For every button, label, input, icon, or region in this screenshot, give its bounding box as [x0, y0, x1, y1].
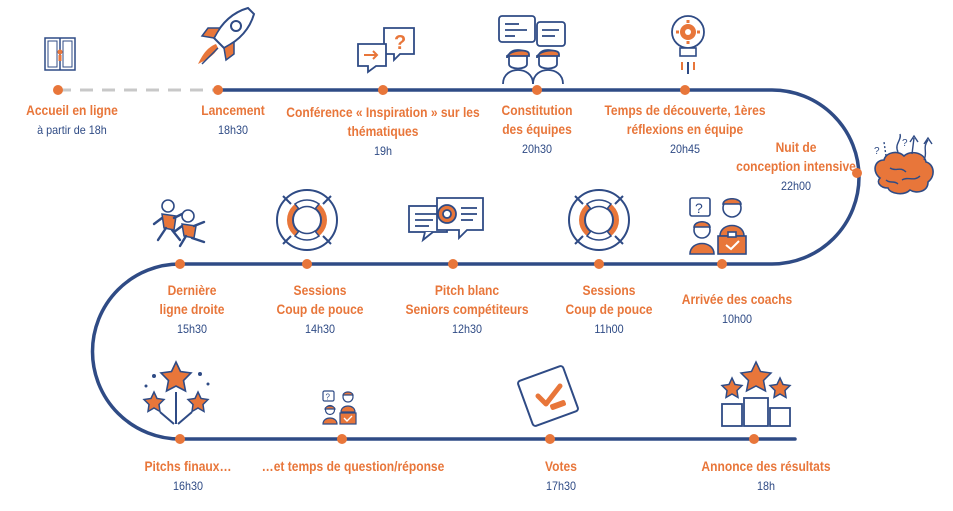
step-time: 17h30 — [545, 479, 577, 493]
step-title: Votes — [545, 458, 577, 474]
step-title: des équipes — [502, 121, 572, 137]
step-pitchblanc: Pitch blanc Seniors compétiteurs 12h30 — [395, 281, 538, 337]
milestone-dot-decouverte — [680, 85, 690, 95]
step-decouverte: Temps de découverte, 1ères réflexions en… — [591, 101, 778, 157]
timeline-path — [90, 88, 861, 441]
step-time: 14h30 — [304, 322, 336, 336]
speech-bubbles-icon: ? — [357, 27, 415, 74]
step-title: réflexions en équipe — [626, 121, 744, 137]
milestone-dot-nuit — [852, 168, 862, 178]
milestone-dot-sessions1 — [594, 259, 604, 269]
step-title: Accueil en ligne — [26, 102, 118, 118]
step-title: Seniors compétiteurs — [405, 301, 529, 317]
step-title: Sessions — [582, 282, 636, 298]
step-time: 20h45 — [669, 142, 701, 156]
podium-stars-icon — [720, 360, 792, 427]
step-derniere: Dernière ligne droite 15h30 — [154, 281, 229, 337]
step-title: Annonce des résultats — [701, 458, 831, 474]
step-time: 12h30 — [451, 322, 483, 336]
milestone-dot-pitchblanc — [448, 259, 458, 269]
milestone-dots — [53, 85, 862, 444]
step-time: 19h — [373, 144, 393, 158]
step-title: …et temps de question/réponse — [261, 458, 445, 474]
step-sessions2: Sessions Coup de pouce 14h30 — [269, 281, 370, 337]
step-time: 15h30 — [176, 322, 208, 336]
step-title: conception intensive — [736, 158, 856, 174]
svg-text:?: ? — [394, 32, 406, 54]
milestone-dot-votes — [545, 434, 555, 444]
step-title: Nuit de — [775, 139, 817, 155]
lifebuoy-icon — [276, 189, 338, 251]
step-title: Pitchs finaux… — [144, 458, 232, 474]
runners-icon — [152, 199, 206, 248]
step-conference: Conférence « Inspiration » sur les théma… — [271, 103, 496, 159]
team-discussion-icon — [498, 15, 566, 85]
step-time: 20h30 — [521, 142, 553, 156]
step-title: Arrivée des coachs — [681, 291, 793, 307]
step-accueil: Accueil en ligne à partir de 18h — [19, 101, 126, 138]
coach-meeting-icon: ? — [322, 390, 357, 425]
step-title: Pitch blanc — [434, 282, 500, 298]
milestone-dot-questions — [337, 434, 347, 444]
step-pitchs: Pitchs finaux… 16h30 — [137, 457, 238, 494]
step-sessions1: Sessions Coup de pouce 11h00 — [558, 281, 659, 337]
milestone-dot-sessions2 — [302, 259, 312, 269]
milestone-dot-coachs — [717, 259, 727, 269]
step-constitution: Constitution des équipes 20h30 — [496, 101, 578, 157]
step-votes: Votes 17h30 — [542, 457, 579, 494]
svg-text:?: ? — [695, 200, 703, 216]
step-nuit: Nuit de conception intensive 22h00 — [726, 138, 865, 194]
lightbulb-gear-icon — [671, 15, 705, 74]
step-time: 18h — [756, 479, 776, 493]
step-lancement: Lancement 18h30 — [196, 101, 270, 138]
step-title: ligne droite — [159, 301, 225, 317]
step-questions: …et temps de question/réponse — [247, 457, 459, 476]
step-time: 11h00 — [594, 322, 624, 336]
step-coachs: Arrivée des coachs 10h00 — [673, 290, 801, 327]
rocket-icon — [198, 6, 256, 65]
stars-celebration-icon — [142, 360, 210, 425]
step-title: Conférence « Inspiration » sur les — [286, 104, 480, 120]
svg-text:?: ? — [874, 146, 880, 157]
step-title: Constitution — [501, 102, 573, 118]
step-resultats: Annonce des résultats 18h — [691, 457, 841, 494]
door-icon — [44, 37, 76, 71]
step-time: à partir de 18h — [37, 123, 107, 137]
coach-meeting-icon: ? — [689, 197, 747, 255]
step-title: Coup de pouce — [565, 301, 653, 317]
step-time: 10h00 — [721, 312, 753, 326]
milestone-dot-conference — [378, 85, 388, 95]
milestone-dot-pitchs — [175, 434, 185, 444]
svg-text:?: ? — [326, 393, 331, 402]
step-title: Coup de pouce — [276, 301, 364, 317]
step-title: Lancement — [201, 102, 265, 118]
svg-text:?: ? — [902, 138, 908, 149]
milestone-dot-derniere — [175, 259, 185, 269]
step-time: 18h30 — [217, 123, 249, 137]
brain-ideas-icon: ? ? — [874, 133, 934, 195]
milestone-dot-resultats — [749, 434, 759, 444]
vote-checkbox-icon — [517, 365, 579, 427]
milestone-dot-constitution — [532, 85, 542, 95]
step-title: Dernière — [167, 282, 217, 298]
step-title: Sessions — [293, 282, 347, 298]
milestone-dot-lancement — [213, 85, 223, 95]
step-title: Temps de découverte, 1ères — [604, 102, 766, 118]
step-time: 22h00 — [780, 179, 812, 193]
milestone-dot-accueil — [53, 85, 63, 95]
step-title: thématiques — [347, 123, 419, 139]
pitch-screen-icon — [408, 197, 484, 243]
lifebuoy-icon — [568, 189, 630, 251]
step-time: 16h30 — [172, 479, 204, 493]
